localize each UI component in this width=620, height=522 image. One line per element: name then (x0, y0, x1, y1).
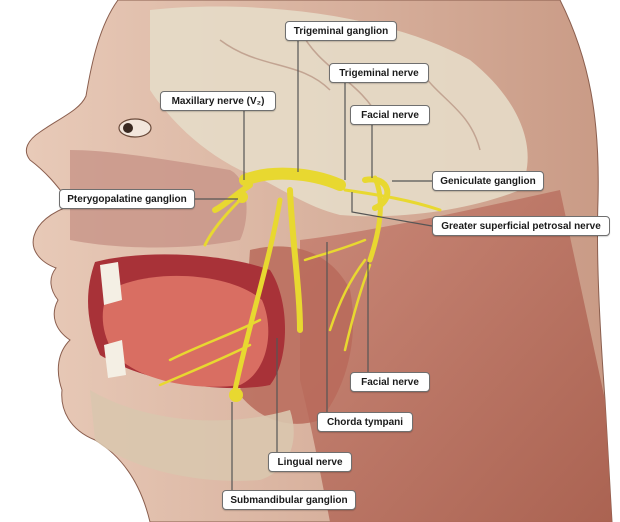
label-greater-superficial-petrosal-nerve: Greater superficial petrosal nerve (432, 216, 610, 236)
label-maxillary-nerve: Maxillary nerve (V₂) (160, 91, 276, 111)
pterygopalatine-ganglion-dot (236, 191, 248, 203)
label-facial-nerve-upper: Facial nerve (350, 105, 430, 125)
label-trigeminal-nerve: Trigeminal nerve (329, 63, 429, 83)
submandibular-ganglion-dot (229, 388, 243, 402)
label-pterygopalatine-ganglion: Pterygopalatine ganglion (59, 189, 195, 209)
label-lingual-nerve: Lingual nerve (268, 452, 352, 472)
label-trigeminal-ganglion: Trigeminal ganglion (285, 21, 397, 41)
label-submandibular-ganglion: Submandibular ganglion (222, 490, 356, 510)
pupil (123, 123, 133, 133)
label-geniculate-ganglion: Geniculate ganglion (432, 171, 544, 191)
label-facial-nerve-lower: Facial nerve (350, 372, 430, 392)
label-chorda-tympani: Chorda tympani (317, 412, 413, 432)
